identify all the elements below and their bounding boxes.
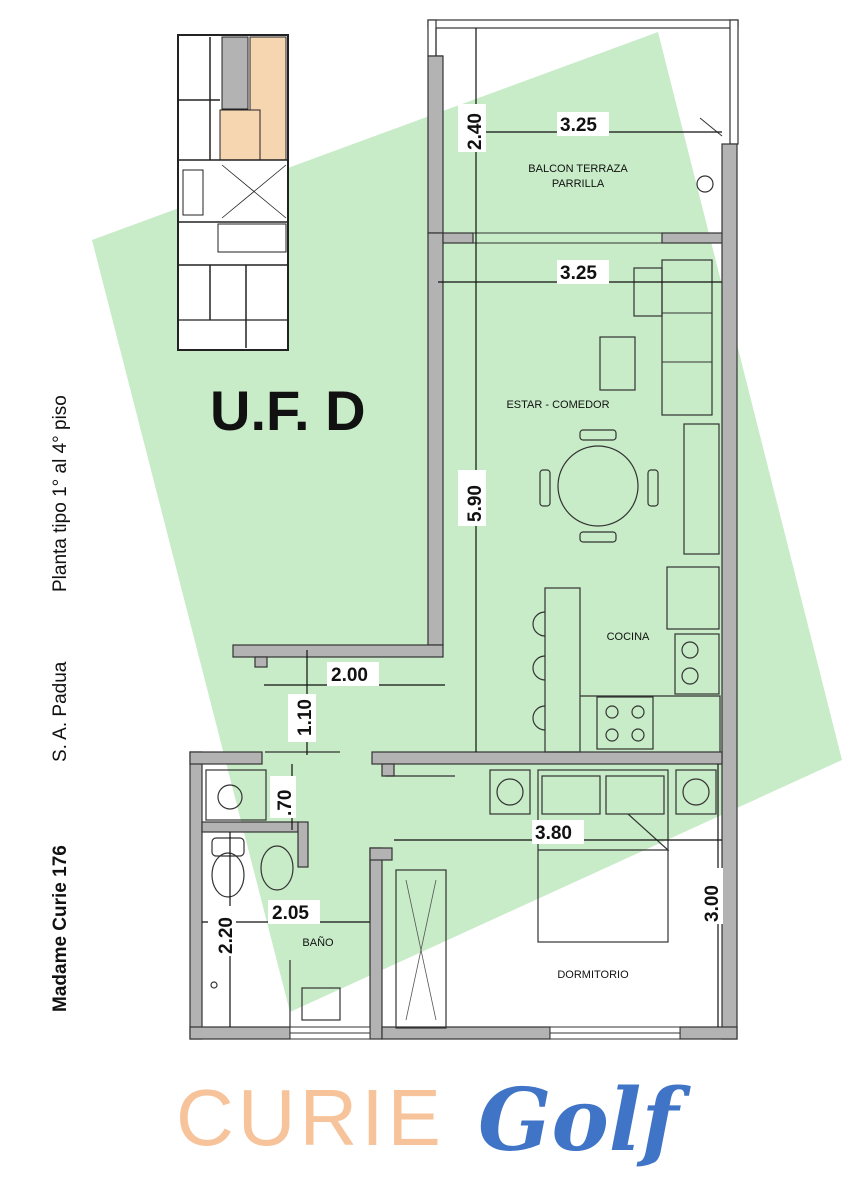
dim-living-depth: 5.90 <box>465 485 486 522</box>
brand-word-curie: CURIE <box>176 1073 445 1162</box>
room-label-kitchen: COCINA <box>607 631 650 643</box>
unit-title: U.F. D <box>210 379 366 442</box>
dim-living-width: 3.25 <box>560 263 597 284</box>
room-label-balcony-line1: BALCON TERRAZA <box>528 163 628 175</box>
walls <box>189 19 739 1040</box>
dim-hall-width: 2.00 <box>331 665 368 686</box>
brand-word-golf: Golf <box>478 1070 691 1171</box>
furniture <box>205 175 721 1029</box>
dim-bath-width: 2.05 <box>272 903 309 924</box>
dim-bath-depth: 2.20 <box>216 917 237 954</box>
address-text: Madame Curie 176 <box>50 845 71 1012</box>
dim-bedroom-depth: 3.00 <box>702 885 723 922</box>
room-label-balcony-line2: PARRILLA <box>552 178 605 190</box>
key-plan-thumbnail <box>177 34 289 351</box>
dim-bedroom-width: 3.80 <box>535 823 572 844</box>
dim-hall-depth: 1.10 <box>295 699 316 736</box>
locality-text: S. A. Padua <box>50 661 71 762</box>
dimension-labels: 2.40 3.25 3.25 5.90 2.00 1.10 .70 3.80 3… <box>208 104 723 956</box>
dim-balcony-width: 3.25 <box>560 115 597 136</box>
room-label-bedroom: DORMITORIO <box>557 969 629 981</box>
floor-type-text: Planta tipo 1° al 4° piso <box>50 395 71 592</box>
room-label-bathroom: BAÑO <box>302 936 334 949</box>
room-labels: BALCON TERRAZA PARRILLA ESTAR - COMEDOR … <box>302 163 650 981</box>
dim-balcony-depth: 2.40 <box>465 113 486 150</box>
room-label-living: ESTAR - COMEDOR <box>506 399 609 411</box>
dim-toilet-width: .70 <box>275 790 296 816</box>
